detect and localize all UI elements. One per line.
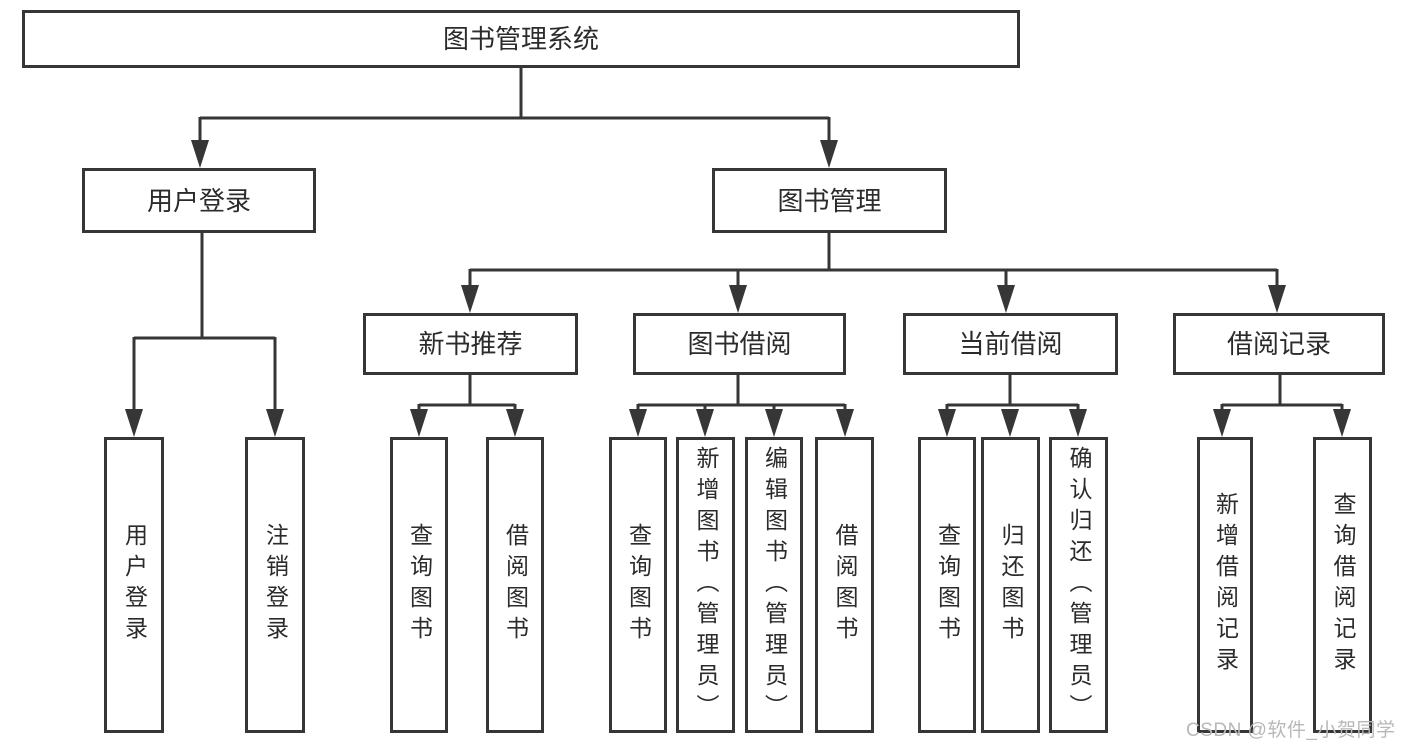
leaf-return-books: 归还图书 xyxy=(981,437,1040,733)
tree-connector-lines xyxy=(132,68,1344,410)
leaf-add-borrow-record: 新增借阅记录 xyxy=(1197,437,1253,733)
leaf-confirm-return-admin: 确认归还（管理员） xyxy=(1049,437,1108,733)
node-book-management: 图书管理 xyxy=(712,168,947,233)
watermark-text: CSDN @软件_小贺同学 xyxy=(1186,720,1396,741)
leaf-borrow-books: 借阅图书 xyxy=(815,437,874,733)
leaf-add-books-admin: 新增图书（管理员） xyxy=(676,437,735,733)
node-new-book-recommend: 新书推荐 xyxy=(363,313,578,375)
node-user-login: 用户登录 xyxy=(82,168,316,233)
node-borrow-records: 借阅记录 xyxy=(1173,313,1385,375)
node-current-borrow: 当前借阅 xyxy=(903,313,1118,375)
leaf-borrow-books-recommend: 借阅图书 xyxy=(486,437,544,733)
leaf-query-books-current: 查询图书 xyxy=(918,437,976,733)
node-book-borrow: 图书借阅 xyxy=(633,313,846,375)
leaf-query-borrow-record: 查询借阅记录 xyxy=(1313,437,1372,733)
leaf-edit-books-admin: 编辑图书（管理员） xyxy=(745,437,803,733)
leaf-query-books-borrow: 查询图书 xyxy=(609,437,667,733)
arrowhead-icons xyxy=(125,140,1351,437)
leaf-logout: 注销登录 xyxy=(245,437,305,733)
node-root-library-system: 图书管理系统 xyxy=(22,10,1020,68)
leaf-user-login: 用户登录 xyxy=(104,437,164,733)
leaf-query-books-recommend: 查询图书 xyxy=(390,437,448,733)
